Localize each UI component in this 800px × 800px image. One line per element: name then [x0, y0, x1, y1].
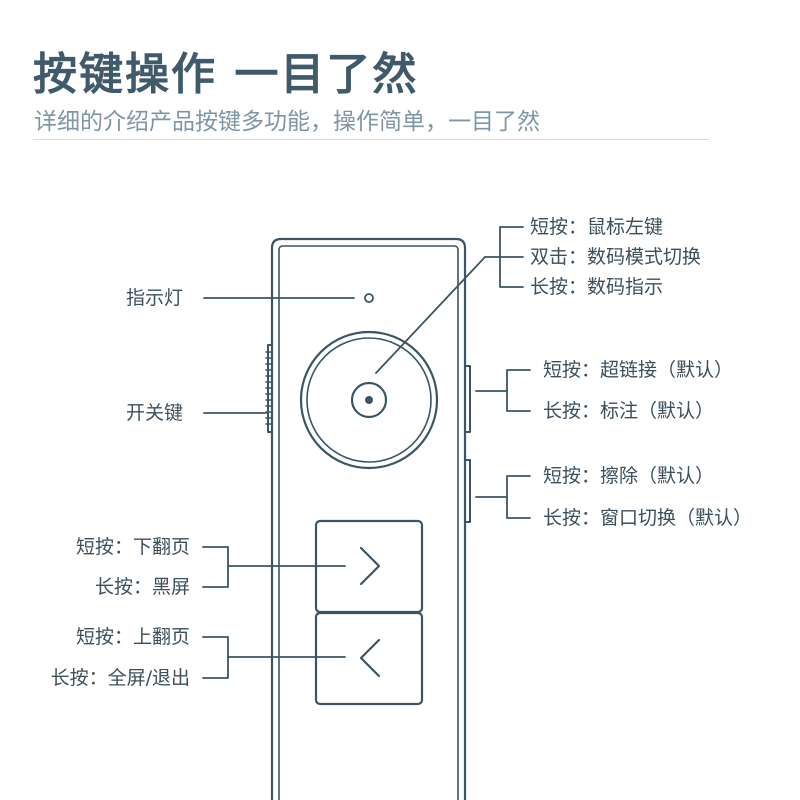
label-power: 开关键	[126, 402, 184, 424]
label-side-bottom-long: 长按：窗口切换（默认）	[543, 507, 753, 529]
device-inner-body	[278, 245, 459, 800]
center-dial-inner	[306, 337, 432, 463]
label-center-click: 短按：鼠标左键	[530, 216, 664, 238]
prev-page-button	[314, 611, 424, 706]
label-prev-long: 长按：全屏/退出	[50, 667, 190, 689]
page-title: 按键操作 一目了然	[33, 49, 419, 100]
callout-lines	[202, 226, 531, 679]
label-indicator: 指示灯	[126, 287, 184, 309]
header-divider	[33, 139, 709, 140]
device-outer-body	[270, 237, 467, 800]
indicator-light	[364, 293, 374, 303]
laser-dot-center	[365, 396, 373, 404]
side-button-bottom	[464, 459, 471, 523]
label-side-bottom-short: 短按：擦除（默认）	[543, 465, 715, 487]
page-subtitle: 详细的介绍产品按键多功能，操作简单，一目了然	[34, 109, 540, 135]
center-dial-outer	[299, 330, 439, 470]
label-prev-short: 短按：上翻页	[75, 626, 190, 648]
label-next-long: 长按：黑屏	[94, 576, 190, 598]
label-next-short: 短按：下翻页	[75, 536, 190, 558]
power-switch-grip	[265, 351, 273, 425]
label-center-double: 双击：数码模式切换	[530, 246, 702, 268]
chevron-right-icon	[359, 546, 381, 586]
label-side-top-short: 短按：超链接（默认）	[543, 359, 734, 381]
label-side-top-long: 长按：标注（默认）	[543, 400, 715, 422]
side-button-top	[464, 365, 471, 433]
label-center-long: 长按：数码指示	[530, 276, 664, 298]
chevron-left-icon	[359, 638, 381, 678]
laser-dot-icon	[350, 381, 388, 419]
